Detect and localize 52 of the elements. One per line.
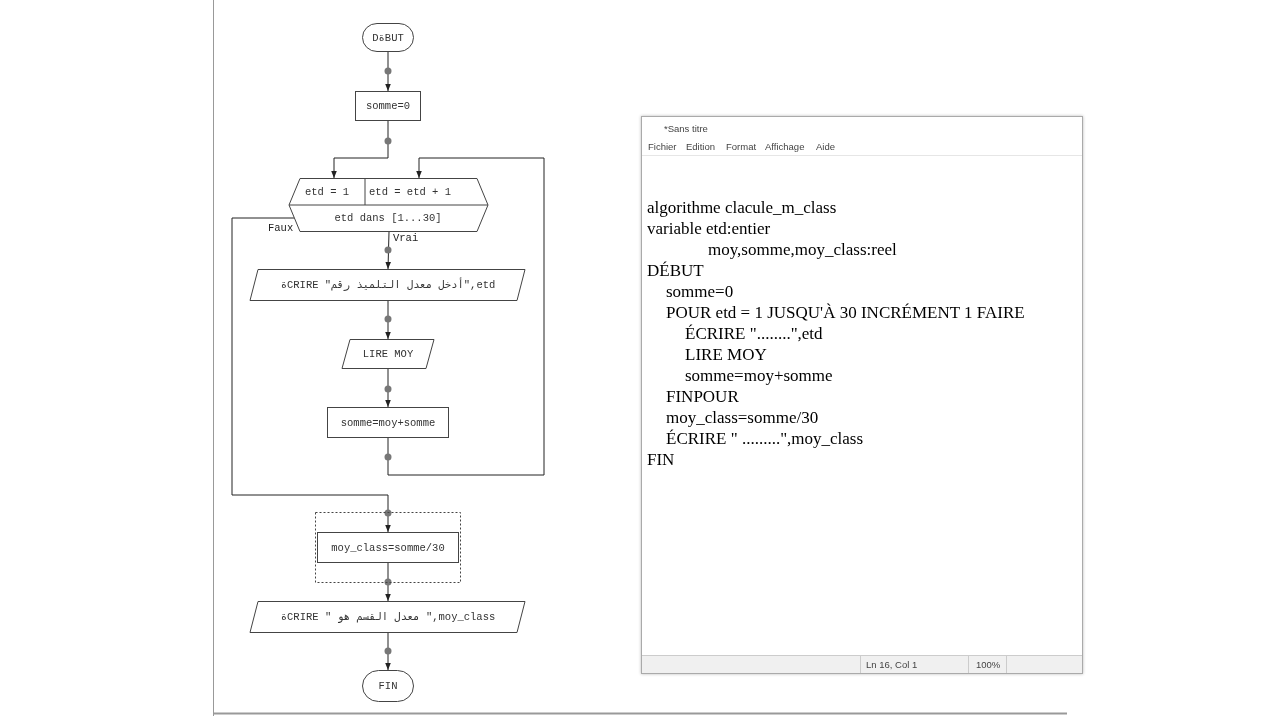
process-box	[317, 532, 459, 563]
status-text: Ln 16, Col 1	[866, 660, 918, 670]
code-line: somme=0	[666, 283, 734, 300]
edge-label: Faux	[267, 223, 295, 234]
node-text: LIRE MOY	[362, 348, 414, 360]
code-line: variable etd:entier	[647, 220, 771, 237]
node-text: ةCRIRE " معدل القسم هو ",moy_class	[280, 611, 496, 623]
code-line: moy,somme,moy_class:reel	[708, 241, 897, 258]
node-text: FIN	[378, 680, 398, 692]
arrow	[331, 120, 389, 179]
code-line: DÉBUT	[647, 262, 704, 279]
menu-item: Affichage	[765, 142, 805, 152]
arrow	[387, 157, 545, 476]
code-line: somme=moy+somme	[685, 367, 833, 384]
code-line: FINPOUR	[666, 388, 739, 405]
code-line: algorithme clacule_m_class	[647, 199, 837, 216]
node-text: somme=0	[365, 100, 411, 112]
terminal-shape	[362, 670, 414, 702]
process-box	[355, 91, 421, 121]
io-parallelogram	[250, 601, 525, 633]
code-line: POUR etd = 1 JUSQU'À 30 INCRÉMENT 1 FAIRE	[666, 304, 1025, 321]
node-text: etd dans [1...30]	[334, 212, 442, 224]
node-text: moy_class=somme/30	[331, 542, 445, 553]
code-line: FIN	[647, 451, 675, 468]
node-text: DةBUT	[372, 32, 404, 43]
arrow	[385, 300, 391, 340]
arrow	[385, 231, 391, 270]
terminal-shape	[362, 23, 414, 52]
dashed-frame	[315, 512, 461, 583]
code-line: moy_class=somme/30	[666, 409, 819, 426]
process-box	[327, 407, 449, 438]
status-text: 100%	[976, 660, 1001, 670]
arrow	[385, 562, 391, 602]
menu-item: Edition	[686, 142, 716, 152]
arrow	[385, 368, 391, 408]
window-title: *Sans titre	[664, 124, 708, 134]
edge-label: Vrai	[392, 233, 420, 244]
io-parallelogram	[250, 269, 525, 301]
menu-item: Fichier	[648, 142, 677, 152]
node-text: etd = etd + 1	[369, 186, 451, 198]
code-line: LIRE MOY	[685, 346, 767, 363]
arrow	[231, 217, 391, 533]
io-parallelogram	[342, 339, 434, 369]
node-text: ةCRIRE "أدخل معدل التلميذ رقم",etd	[280, 279, 496, 291]
arrow	[385, 632, 391, 671]
code-line: ÉCRIRE "........",etd	[685, 325, 823, 342]
menu-item: Aide	[816, 142, 835, 152]
node-text: somme=moy+somme	[340, 417, 436, 428]
arrow	[385, 51, 391, 92]
code-line: ÉCRIRE " .........",moy_class	[666, 430, 864, 447]
node-text: etd = 1	[304, 186, 350, 198]
menu-item: Format	[726, 142, 757, 152]
